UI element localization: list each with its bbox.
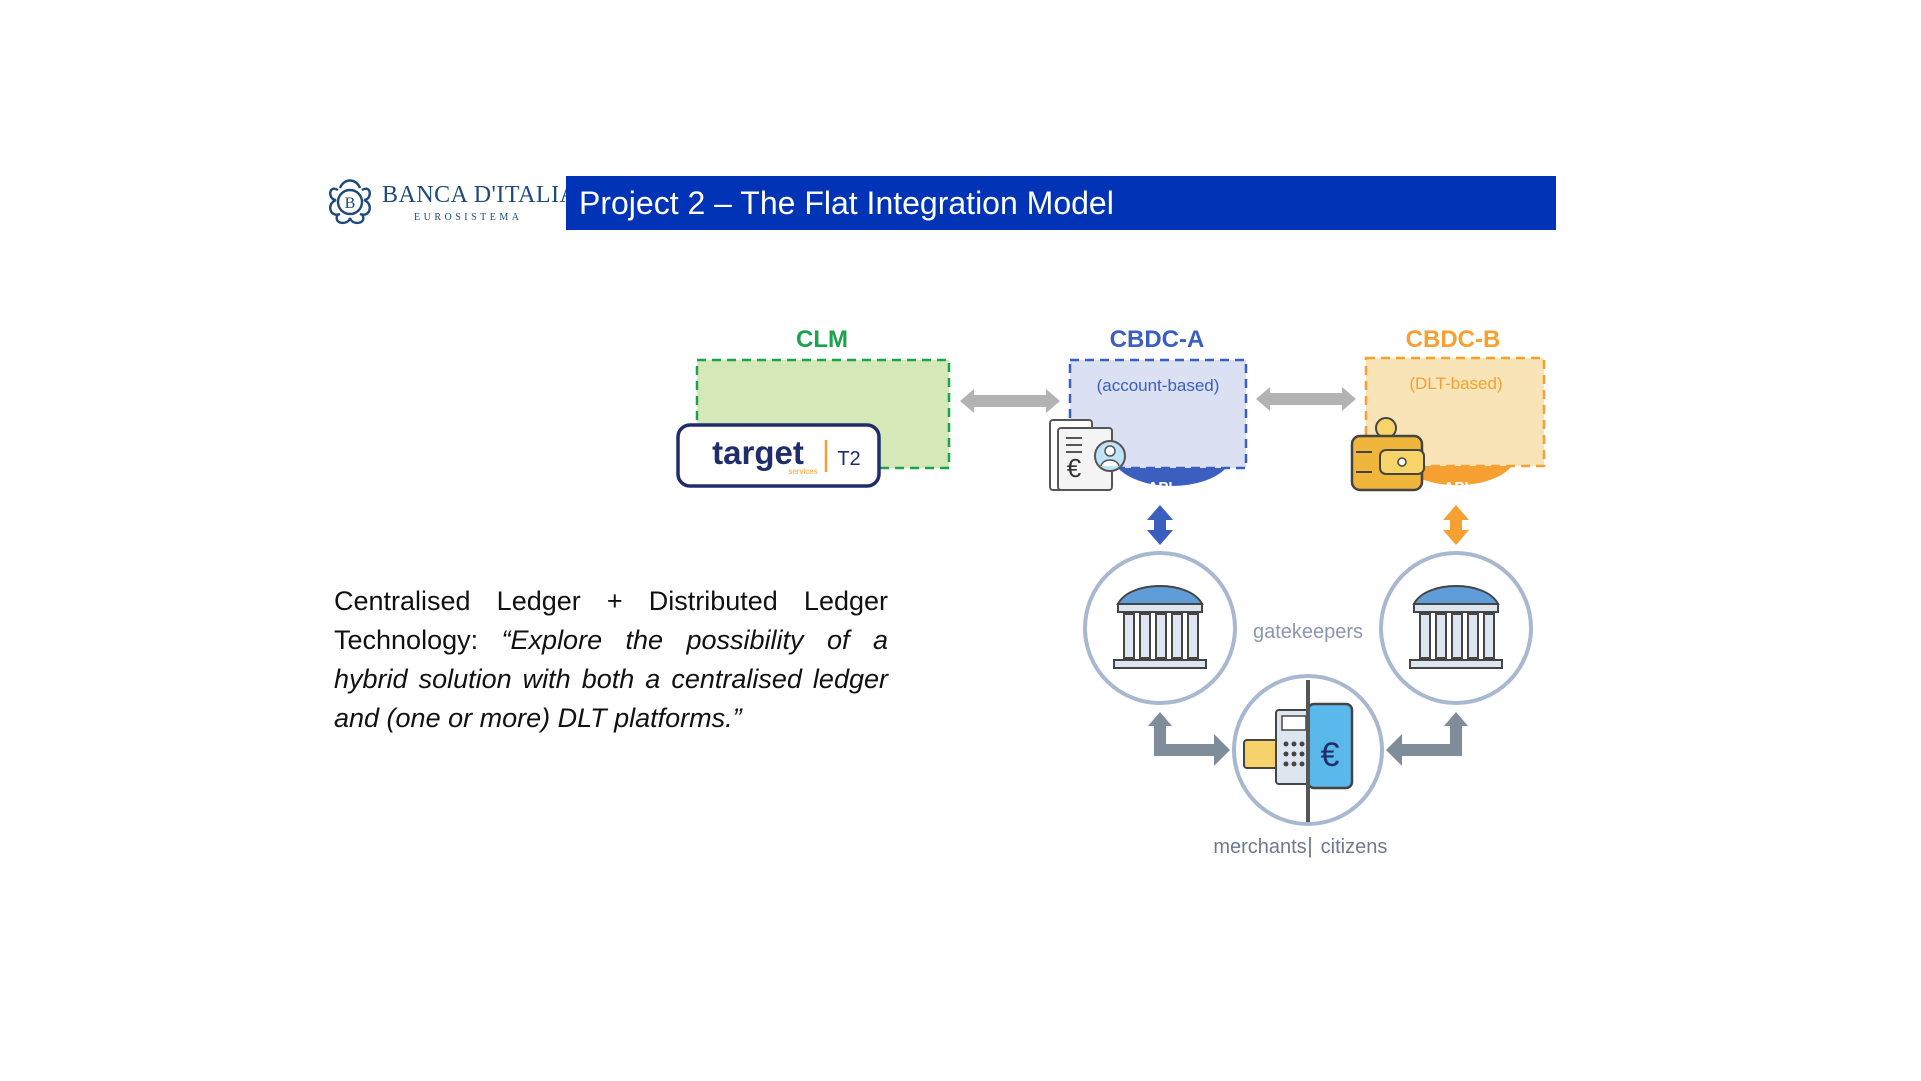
cbdc-a-sub: (account-based) bbox=[1097, 376, 1220, 395]
gatekeepers-label: gatekeepers bbox=[1253, 621, 1363, 643]
logo-emblem-icon: B bbox=[329, 179, 371, 225]
logo-name: BANCA D'ITALIA bbox=[382, 182, 578, 208]
svg-text:€: € bbox=[1067, 453, 1082, 483]
merchants-label: merchants bbox=[1213, 836, 1306, 858]
svg-text:B: B bbox=[345, 195, 356, 212]
description-lead: Centralised Ledger + Distributed Ledger … bbox=[334, 586, 888, 655]
arrow-bank-right-merchants bbox=[1386, 712, 1468, 766]
merchants-citizens-circle: € bbox=[1232, 674, 1384, 826]
gatekeeper-bank-right bbox=[1379, 551, 1533, 705]
cbdc-b-sub: (DLT-based) bbox=[1409, 374, 1502, 393]
cbdc-b-api: API bbox=[1443, 479, 1468, 496]
arrow-api-a-bank bbox=[1147, 505, 1173, 545]
merchants-citizens-separator: | bbox=[1307, 833, 1313, 858]
cbdc-a-api-tab bbox=[1118, 468, 1226, 487]
cbdc-b-label: CBDC-B bbox=[1406, 326, 1501, 353]
target-t2-badge: target T2 services bbox=[676, 423, 881, 488]
arrow-api-b-bank bbox=[1443, 505, 1469, 545]
citizens-label: citizens bbox=[1321, 836, 1388, 858]
description-quote: “Explore the possibility of a hybrid sol… bbox=[334, 625, 888, 733]
target-tag: T2 bbox=[837, 448, 860, 470]
logo-subtitle: EUROSISTEMA bbox=[414, 212, 523, 223]
account-document-icon: € bbox=[1049, 419, 1126, 491]
cbdc-a-api: API bbox=[1147, 479, 1172, 496]
description-text: Centralised Ledger + Distributed Ledger … bbox=[334, 582, 888, 738]
arrow-clm-cbdca bbox=[960, 389, 1060, 413]
clm-label: CLM bbox=[796, 326, 848, 353]
arrow-cbdca-cbdcb bbox=[1256, 387, 1356, 411]
target-sub: services bbox=[788, 467, 817, 476]
arrow-bank-left-merchants bbox=[1148, 712, 1230, 766]
target-word: target bbox=[712, 434, 804, 471]
cbdc-a-label: CBDC-A bbox=[1110, 326, 1205, 353]
wallet-icon bbox=[1350, 417, 1425, 492]
gatekeeper-bank-left bbox=[1083, 551, 1237, 705]
slide-title: Project 2 – The Flat Integration Model bbox=[566, 176, 1556, 230]
banca-ditalia-logo: B BANCA D'ITALIA EUROSISTEMA bbox=[322, 170, 577, 234]
svg-text:€: € bbox=[1321, 736, 1340, 774]
cbdc-b-api-tab bbox=[1402, 466, 1512, 486]
